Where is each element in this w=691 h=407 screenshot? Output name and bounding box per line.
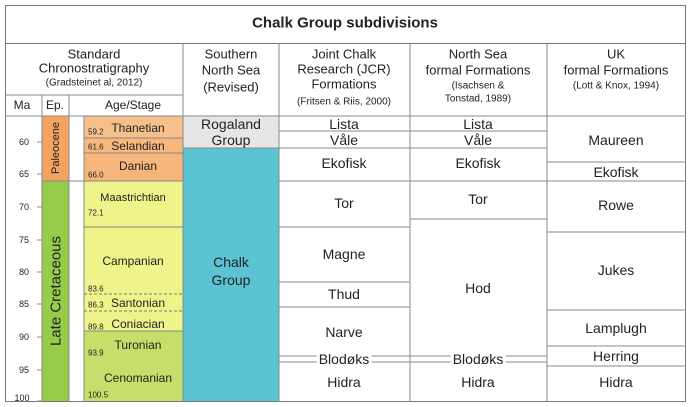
nsf-formation-vale: Våle (463, 132, 493, 148)
uk-formation-ekofisk: Ekofisk (593, 164, 639, 180)
stage-age: 83.6 (88, 284, 104, 294)
uk-formation-jukes: Jukes (597, 262, 635, 278)
jcr-formation-magne: Magne (322, 246, 366, 262)
standard-header-line1: Standard (67, 46, 121, 62)
stage-age: 93.9 (88, 348, 104, 358)
rogaland-group-fill (183, 116, 279, 148)
ma-tick-label: 80 (18, 267, 30, 277)
nsf-formation-tor: Tor (468, 191, 488, 207)
nsf-formation-hidra: Hidra (461, 374, 495, 390)
diagram-title: Chalk Group subdivisions (252, 14, 438, 32)
stage-name: Maastrichtian (100, 192, 166, 204)
thanetian-fill (84, 116, 183, 138)
stage-name: Danian (118, 159, 158, 173)
jcr-header-line1: Joint Chalk (311, 46, 377, 62)
jcr-formation-blodoks: Blodøks (316, 351, 372, 367)
jcr-formation-hidra: Hidra (327, 374, 361, 390)
epoch-label-paleocene: Paleocene (50, 122, 62, 174)
nsf-header-citation1: (Isachsen & (451, 80, 505, 92)
rogaland-group-label-line1: Rogaland (201, 116, 261, 132)
sns-header-line2: North Sea (201, 62, 261, 78)
stage-age: 86.3 (88, 300, 104, 310)
nsf-header-line2: formal Formations (425, 62, 531, 78)
stage-age: 72.1 (88, 208, 104, 218)
nsf-formation-ekofisk: Ekofisk (455, 155, 501, 171)
nsf-header-line1: North Sea (448, 46, 508, 62)
stage-name: Selandian (111, 139, 165, 153)
jcr-formation-vale: Våle (329, 132, 359, 148)
jcr-formation-ekofisk: Ekofisk (321, 155, 367, 171)
ma-tick-label: 95 (18, 365, 30, 375)
stage-age: 61.6 (88, 142, 104, 152)
stage-name: Coniacian (111, 317, 165, 331)
selandian-fill (84, 138, 183, 153)
jcr-header-line3: Formations (311, 76, 377, 92)
uk-formation-lamplugh: Lamplugh (585, 320, 647, 336)
ma-tick-label: 100 (14, 393, 30, 403)
upper-cretaceous-stages-fill (84, 181, 183, 331)
stage-age: 89.8 (88, 322, 104, 332)
stage-age: 59.2 (88, 127, 104, 137)
jcr-formation-lista: Lista (329, 116, 359, 132)
jcr-formation-narve: Narve (325, 324, 363, 340)
nsf-formation-blodoks: Blodøks (450, 351, 506, 367)
ma-tick-label: 90 (18, 332, 30, 342)
danian-fill (84, 153, 183, 181)
ma-tick-label: 60 (18, 137, 30, 147)
standard-header-citation: (Gradsteinet al, 2012) (45, 77, 143, 89)
uk-header-line1: UK (606, 46, 626, 62)
stage-name: Santonian (110, 296, 166, 310)
ma-column-header: Ma (13, 98, 31, 112)
sns-header-line3: (Revised) (203, 79, 259, 95)
jcr-header-line2: Research (JCR) (297, 61, 391, 77)
stage-age: 66.0 (88, 170, 104, 180)
chalk-group-fill (183, 148, 279, 401)
stage-name: Thanetian (111, 121, 165, 135)
uk-formation-rowe: Rowe (598, 197, 634, 213)
uk-formation-maureen: Maureen (588, 132, 644, 148)
uk-formation-herring: Herring (593, 348, 639, 364)
ma-tick-label: 85 (18, 299, 30, 309)
stage-name: Cenomanian (103, 371, 173, 385)
nsf-header-citation2: Tonstad, 1989) (444, 93, 512, 105)
jcr-formation-tor: Tor (334, 195, 354, 211)
outer-frame (5, 5, 686, 402)
rogaland-group-label-line2: Group (211, 132, 251, 148)
ma-tick-label: 75 (18, 235, 30, 245)
stage-name: Turonian (114, 338, 162, 352)
jcr-formation-thud: Thud (328, 286, 360, 302)
stage-name: Campanian (102, 254, 164, 268)
uk-header-citation: (Lott & Knox, 1994) (572, 80, 660, 92)
jcr-header-citation: (Fritsen & Riis, 2000) (297, 96, 391, 108)
chalk-group-label-line1: Chalk (213, 254, 249, 270)
uk-header-line2: formal Formations (563, 62, 669, 78)
sns-header-line1: Southern (204, 46, 258, 62)
age-stage-column-header: Age/Stage (104, 98, 162, 112)
uk-formation-hidra: Hidra (599, 374, 633, 390)
ma-tick-label: 70 (18, 202, 30, 212)
lower-cretaceous-stages-fill (84, 331, 183, 401)
chalk-group-label-line2: Group (211, 272, 251, 288)
nsf-formation-lista: Lista (463, 116, 493, 132)
epoch-label-late-cretaceous: Late Cretaceous (47, 235, 65, 347)
epoch-column-header: Ep. (45, 98, 65, 112)
stage-age: 100.5 (88, 390, 109, 400)
nsf-formation-hod: Hod (465, 280, 491, 296)
paleocene-fill (42, 116, 69, 181)
ma-tick-label: 65 (18, 169, 30, 179)
standard-header-line2: Chronostratigraphy (38, 60, 150, 76)
late-cretaceous-fill (42, 181, 69, 401)
title-divider (5, 43, 686, 44)
